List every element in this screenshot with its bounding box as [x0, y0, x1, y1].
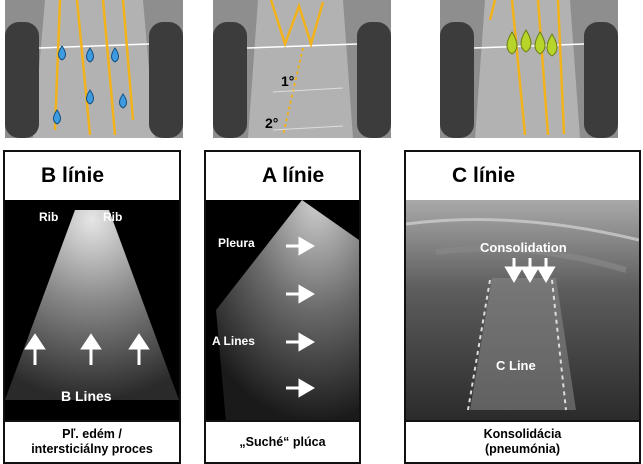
panel-a-lines: A línie Pleura A Lines „Suché“ plúca [204, 150, 361, 464]
panel-header: A línie [206, 152, 359, 200]
c-line-left-border [467, 279, 491, 411]
b-lines-scan [5, 210, 179, 400]
panel-caption: „Suché“ plúca [206, 420, 359, 462]
panel-b-lines: B línie Rib Rib B Lines Pľ. edém /inters… [3, 150, 181, 464]
ultrasound-image-c: Consolidation C Line [406, 200, 639, 422]
rib-label-right: Rib [103, 210, 123, 224]
c-lines-schematic [440, 0, 618, 138]
fluid-drops [53, 45, 127, 125]
diagram-a-lines: 1° 2° [213, 0, 391, 138]
up-arrows [24, 333, 150, 365]
down-arrows [504, 258, 556, 283]
c-line-label: C Line [496, 358, 536, 373]
caption-line-2: intersticiálny proces [31, 442, 153, 456]
panel-caption: Konsolidácia(pneumónia) [406, 420, 639, 462]
rib-label-left: Rib [39, 210, 59, 224]
caption-line-2: (pneumónia) [484, 442, 560, 456]
panel-title: A línie [262, 164, 325, 187]
diagram-b-lines [5, 0, 183, 138]
panel-caption: Pľ. edém /intersticiálny proces [5, 420, 179, 462]
a-lines-schematic: 1° 2° [213, 0, 391, 138]
panel-title: C línie [452, 164, 516, 187]
ultrasound-image-b: Rib Rib B Lines [5, 200, 179, 422]
reflection-2: 2° [265, 115, 278, 131]
a-lines-label: A Lines [212, 334, 255, 348]
rib-left-shape [5, 22, 39, 138]
b-lines-label: B Lines [61, 388, 112, 404]
panel-header: C línie [406, 152, 639, 200]
caption-line-1: Pľ. edém / [62, 427, 122, 441]
reflection-ray [269, 0, 325, 49]
right-arrows [286, 236, 315, 398]
consolidation-drops [506, 29, 558, 57]
reflection-1: 1° [281, 73, 294, 89]
diagram-c-lines [440, 0, 618, 138]
panel-title: B línie [41, 164, 105, 187]
b-lines-schematic [5, 0, 183, 138]
pleura-label: Pleura [218, 236, 255, 250]
ultrasound-image-a: Pleura A Lines [206, 200, 359, 422]
c-lines-scan [406, 200, 639, 422]
consolidation-label: Consolidation [480, 240, 567, 255]
panel-header: B línie [5, 152, 179, 200]
c-line-right-border [551, 279, 567, 411]
a-lines-scan [216, 200, 359, 422]
caption-line-1: „Suché“ plúca [239, 434, 326, 449]
ultrasound-rays [53, 0, 135, 136]
rib-right-shape [149, 22, 183, 138]
caption-line-1: Konsolidácia [483, 427, 562, 441]
panel-c-lines: C línie Consolidation C Line [404, 150, 641, 464]
